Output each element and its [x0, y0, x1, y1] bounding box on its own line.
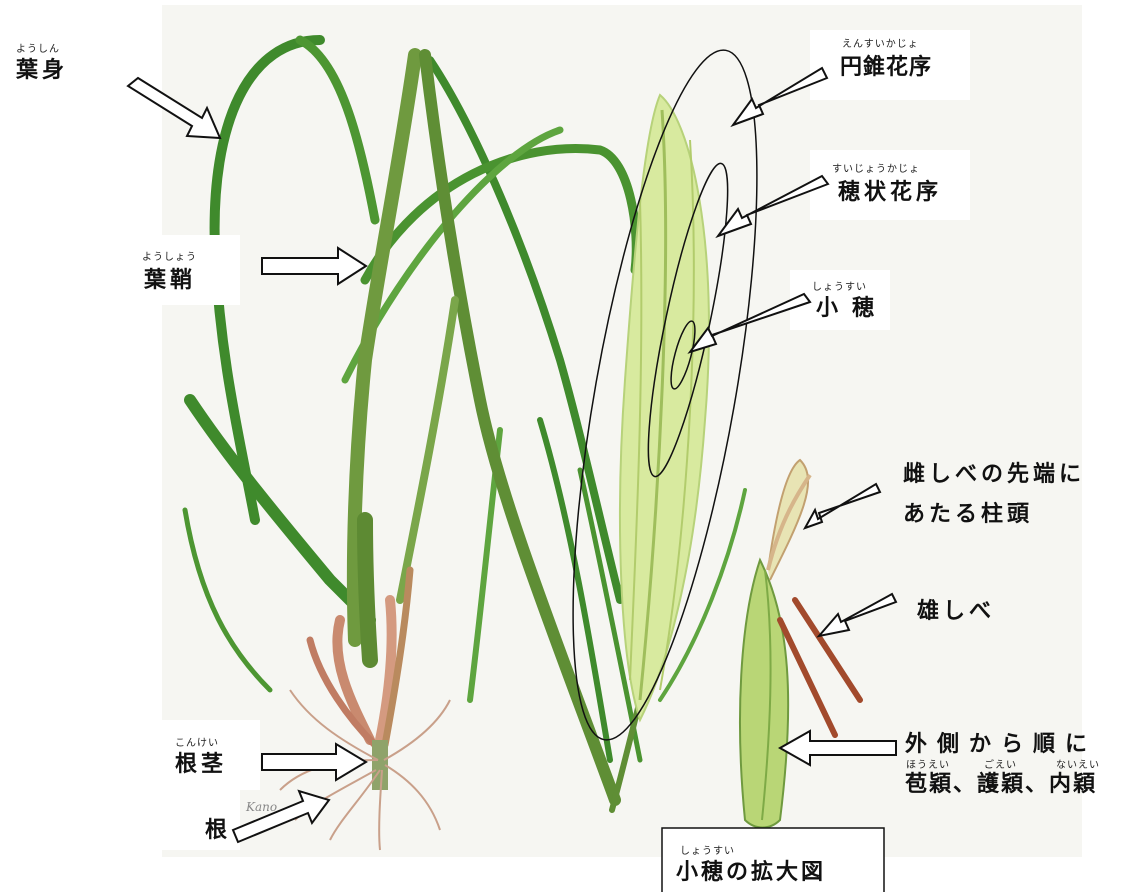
label-ne: 根 — [205, 812, 231, 844]
text-enkasui: 円錐花序 — [840, 49, 932, 81]
label-bract-2: 苞穎、護穎、内穎 — [905, 766, 1097, 798]
ruby-enkasui: えんすいかじょ — [842, 35, 919, 50]
artist-signature: Kano — [246, 800, 277, 814]
ruby-youshou: ようしょう — [142, 248, 197, 263]
text-caption: 小穂の拡大図 — [676, 854, 826, 886]
text-youshin: 葉身 — [16, 52, 68, 84]
label-oshibe: 雄しべ — [917, 593, 995, 625]
text-suijou: 穂状花序 — [838, 174, 942, 206]
text-shousui: 小穂 — [816, 290, 888, 322]
ruby-suijou: すいじょうかじょ — [832, 160, 920, 175]
label-meshibe-2: あたる柱頭 — [903, 496, 1033, 528]
text-youshou: 葉鞘 — [144, 262, 196, 294]
label-bract-1: 外側から順に — [905, 726, 1097, 758]
label-meshibe-1: 雌しべの先端に — [903, 456, 1085, 488]
text-konkei: 根茎 — [175, 746, 227, 778]
